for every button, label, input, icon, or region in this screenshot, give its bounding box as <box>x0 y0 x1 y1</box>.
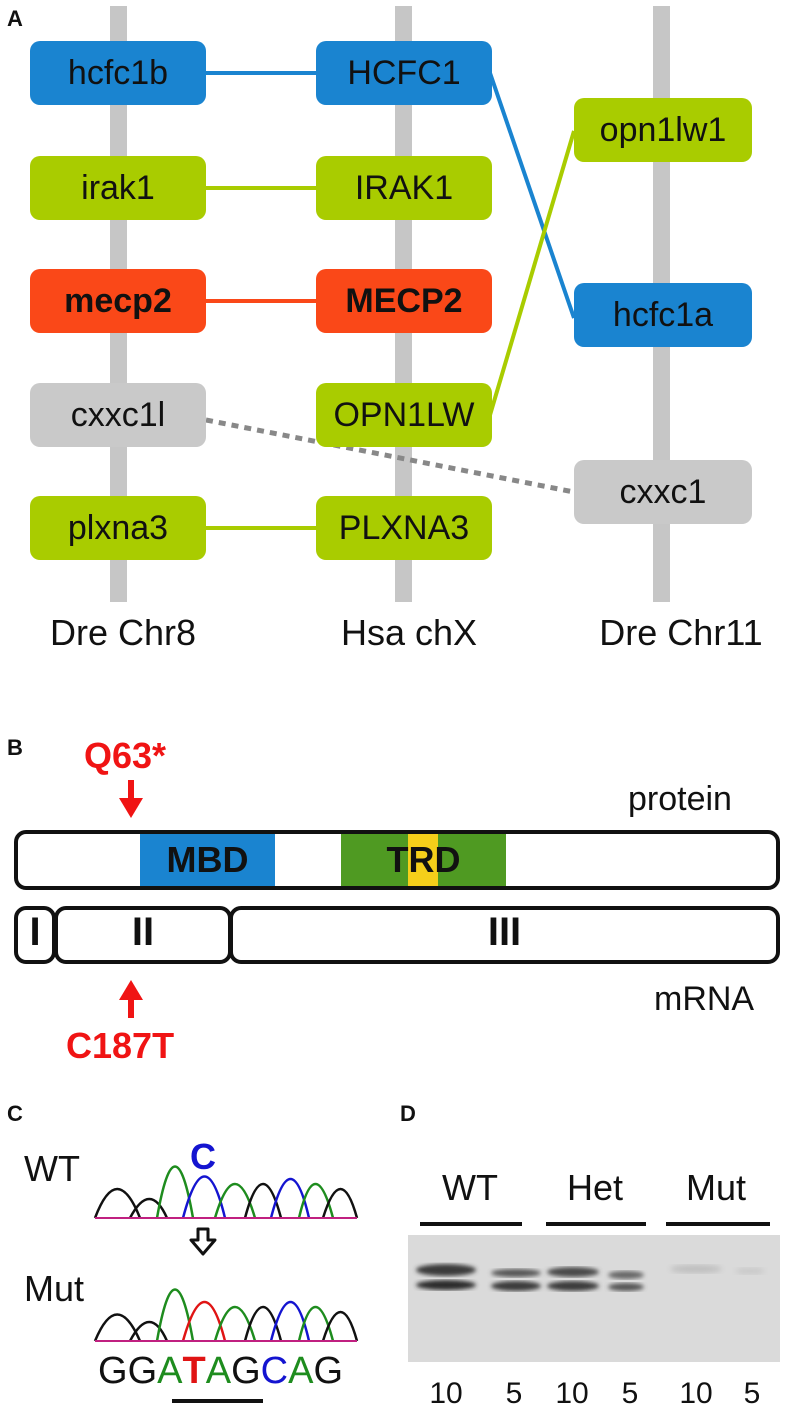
gene-MECP2: MECP2 <box>316 269 492 333</box>
group-label-het: Het <box>566 1167 624 1208</box>
protein-label: protein <box>628 780 732 818</box>
gene-mecp2: mecp2 <box>30 269 206 333</box>
mut-chromatogram <box>93 1288 359 1342</box>
link-cxxc1l-cxxc1 <box>205 417 575 495</box>
western-blot <box>408 1235 780 1362</box>
mutation-arrow-up <box>119 980 143 1018</box>
gene-hcfc1b: hcfc1b <box>30 41 206 105</box>
group-underline-mut <box>666 1222 770 1226</box>
base-3: A <box>157 1350 183 1392</box>
synteny-lines <box>205 71 576 530</box>
domain-trd: TRD <box>386 839 461 880</box>
chromosome-label-hsa-chx: Hsa chX <box>340 612 478 653</box>
gene-irak1: irak1 <box>30 156 206 220</box>
exon-III <box>229 906 780 964</box>
lane-amount-6: 5 <box>743 1377 761 1410</box>
base-9: G <box>313 1350 343 1392</box>
gene-PLXNA3: PLXNA3 <box>316 496 492 560</box>
group-underline-het <box>546 1222 646 1226</box>
gene-opn1lw1: opn1lw1 <box>574 98 752 162</box>
gene-cxxc1l: cxxc1l <box>30 383 206 447</box>
base-6: G <box>231 1350 261 1392</box>
wt-chromatogram-label: WT <box>24 1148 80 1189</box>
group-underline-wt <box>420 1222 522 1226</box>
exon-I-label: I <box>29 910 41 954</box>
panel-a-letter: A <box>7 6 23 31</box>
exon-III-label: III <box>487 910 522 954</box>
link-OPN1LW-opn1lw1 <box>488 130 576 416</box>
exon-I <box>14 906 56 964</box>
wt-chromatogram <box>93 1165 359 1219</box>
dna-sequence: GGATAGCAG <box>98 1350 343 1393</box>
mutation-mrna-label: C187T <box>66 1025 175 1066</box>
lane-amount-5: 10 <box>679 1377 713 1410</box>
domain-trd-yellow-segment <box>408 834 438 886</box>
domain-mbd: MBD <box>140 834 275 886</box>
gene-plxna3: plxna3 <box>30 496 206 560</box>
down-arrow-outline-icon <box>189 1227 217 1256</box>
chromosome-label-dre-chr8: Dre Chr8 <box>49 612 197 653</box>
gene-HCFC1: HCFC1 <box>316 41 492 105</box>
lane-amount-2: 5 <box>505 1377 523 1410</box>
stop-codon-underline <box>172 1399 263 1403</box>
mutation-protein-label: Q63* <box>84 735 167 776</box>
base-5: A <box>205 1350 232 1392</box>
base-2: G <box>127 1350 158 1392</box>
panel-d-letter: D <box>400 1101 416 1126</box>
lane-amount-1: 10 <box>429 1377 463 1410</box>
wt-base-label: C <box>190 1136 216 1177</box>
group-label-mut: Mut <box>685 1167 746 1208</box>
link-HCFC1-hcfc1a <box>488 72 576 319</box>
base-4-mutated: T <box>182 1350 206 1392</box>
mutation-arrow-down <box>119 780 143 818</box>
gene-hcfc1a: hcfc1a <box>574 283 752 347</box>
exon-II <box>54 906 232 964</box>
gene-cxxc1: cxxc1 <box>574 460 752 524</box>
chromosome-label-dre-chr11: Dre Chr11 <box>599 612 763 653</box>
base-1: G <box>98 1350 128 1392</box>
group-label-wt: WT <box>442 1167 498 1208</box>
panel-b-letter: B <box>7 735 23 760</box>
lane-amount-3: 10 <box>555 1377 589 1410</box>
base-8: A <box>288 1350 314 1392</box>
lane-amount-4: 5 <box>621 1377 639 1410</box>
mut-chromatogram-label: Mut <box>24 1268 85 1309</box>
exon-II-label: II <box>131 910 155 954</box>
gene-OPN1LW: OPN1LW <box>316 383 492 447</box>
panel-c-letter: C <box>7 1101 23 1126</box>
gene-IRAK1: IRAK1 <box>316 156 492 220</box>
base-7: C <box>260 1350 289 1392</box>
mrna-label: mRNA <box>654 980 755 1018</box>
